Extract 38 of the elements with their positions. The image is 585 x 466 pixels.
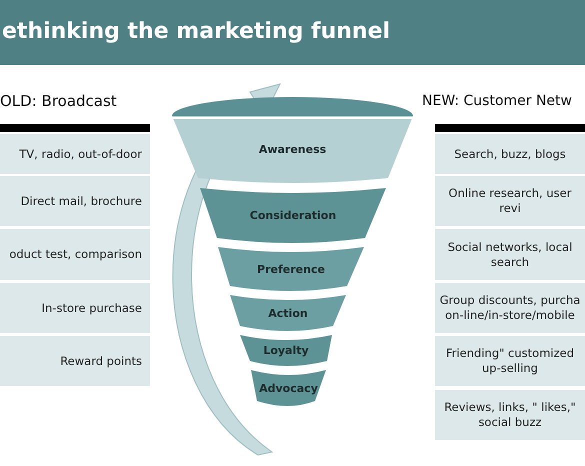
funnel-stage <box>218 247 364 291</box>
row-text: TV, radio, out-of-door <box>19 146 142 162</box>
table-row <box>435 134 585 174</box>
table-row <box>0 336 150 386</box>
column-heading: NEW: Customer Netw <box>422 93 572 109</box>
title: ethinking the marketing funnel <box>2 19 390 44</box>
table-row <box>0 134 150 174</box>
stage-label: Action <box>268 306 308 320</box>
column-heading: OLD: Broadcast <box>0 92 117 110</box>
table-row <box>435 176 585 226</box>
table-row <box>0 176 150 226</box>
stage-label: Advocacy <box>259 382 318 394</box>
table-row <box>0 283 150 333</box>
table-row <box>435 390 585 440</box>
row-text: Reward points <box>60 354 142 368</box>
table-row <box>435 229 585 280</box>
row-text: Social networks, local search <box>446 240 574 270</box>
stage-label: Loyalty <box>263 344 309 357</box>
table-row <box>435 336 585 386</box>
row-text: In-store purchase <box>42 300 142 316</box>
row-text: Reviews, links, " likes," social buzz <box>443 400 577 430</box>
table-row <box>435 283 585 333</box>
row-text: Friending" customized up-selling <box>444 346 576 376</box>
stage-label: Preference <box>257 262 325 276</box>
funnel-stage <box>251 370 326 406</box>
row-text: Search, buzz, blogs <box>454 146 566 162</box>
row-text: Group discounts, purcha on-line/in-store/mobile <box>439 293 581 323</box>
row-text: Direct mail, brochure <box>20 194 142 208</box>
funnel-stage <box>200 188 386 243</box>
funnel-stage <box>240 335 332 366</box>
funnel-stage <box>230 295 346 331</box>
stage-label: Awareness <box>258 143 326 156</box>
funnel-stage <box>172 116 413 183</box>
row-text: Online research, user revi <box>448 186 572 216</box>
table-row <box>0 229 150 280</box>
funnel-top <box>172 97 413 116</box>
row-text: oduct test, comparison <box>9 247 142 262</box>
stage-label: Consideration <box>250 209 336 222</box>
